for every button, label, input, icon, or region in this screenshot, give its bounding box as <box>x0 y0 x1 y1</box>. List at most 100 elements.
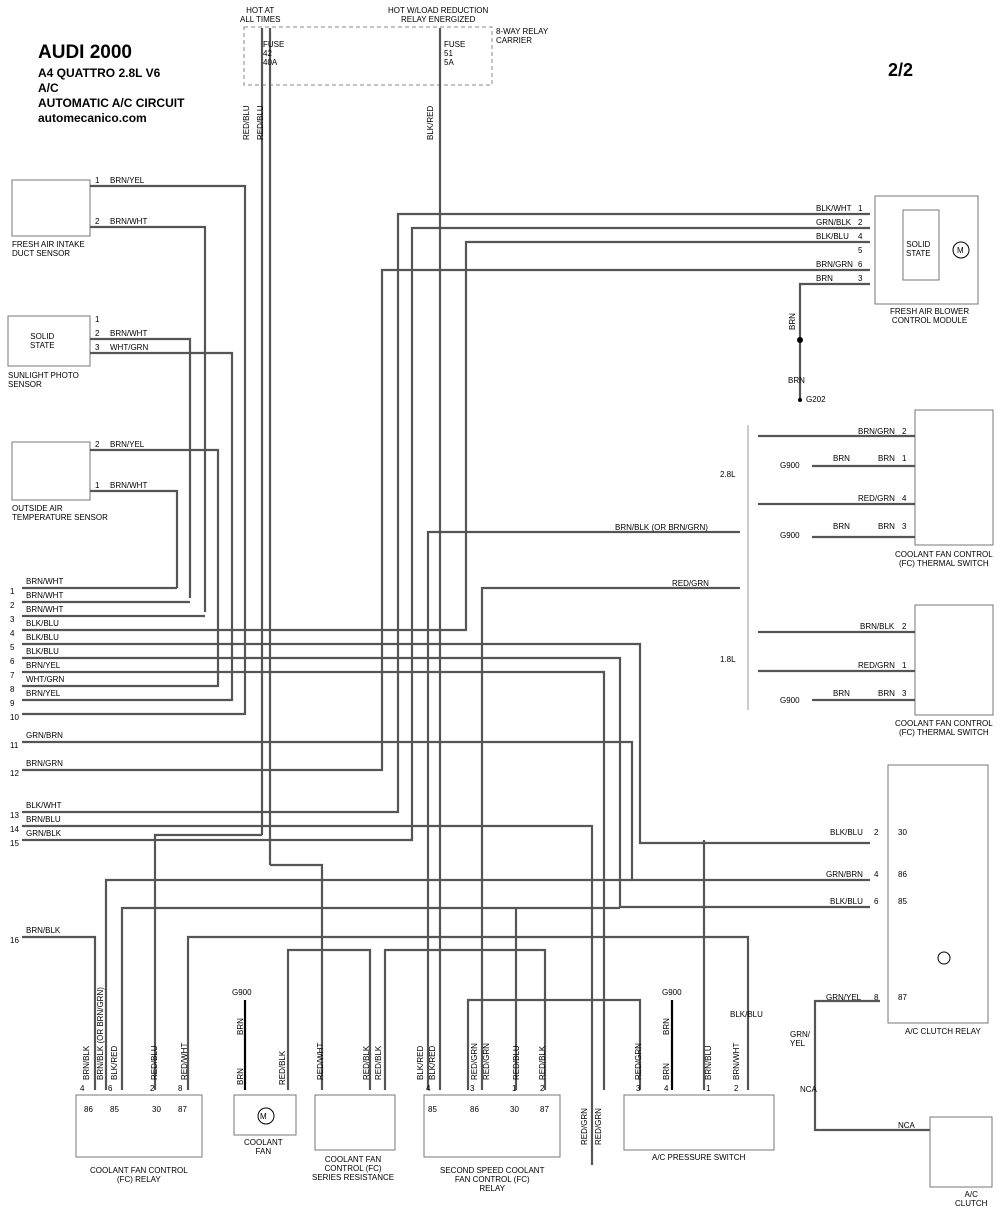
ac-clutch-label: A/C CLUTCH <box>955 1190 988 1208</box>
acr-pin-87: 87 <box>898 993 907 1002</box>
connector-wire-4: BLK/BLU <box>26 619 59 628</box>
bw-red-grn-ps: RED/GRN <box>634 1043 643 1080</box>
thermal-switch-18-box <box>914 604 994 716</box>
second-speed-relay-box <box>423 1094 561 1158</box>
circuit-title: AUTOMATIC A/C CIRCUIT <box>38 96 185 110</box>
ps-pin-1: 1 <box>706 1084 711 1093</box>
outside-air-sensor-label: OUTSIDE AIR TEMPERATURE SENSOR <box>12 504 108 522</box>
solid-state-box <box>902 209 940 281</box>
bw-blk-red-ss1: BLK/RED <box>416 1045 425 1080</box>
ts28-wires <box>758 434 915 539</box>
w-fan <box>286 948 372 1090</box>
blower-pin-5: 5 <box>858 246 863 255</box>
wire-label-blk-red: BLK/RED <box>426 105 435 140</box>
fc-86: 86 <box>84 1105 93 1114</box>
nca-label-1: NCA <box>800 1085 817 1094</box>
bw-brn-blk: BRN/BLK <box>82 1045 91 1080</box>
clutch-wire-label: GRN/ YEL <box>790 1030 810 1048</box>
ts18-wire-red-grn: RED/GRN <box>858 661 895 670</box>
ss-pin-2: 2 <box>540 1084 545 1093</box>
bw-brn-fan: BRN <box>236 1018 245 1035</box>
ts-pin-3: 3 <box>902 522 907 531</box>
fresh-pin1-wire: BRN/YEL <box>110 176 145 185</box>
clutch-wire <box>813 999 930 1132</box>
connector-wire-6: BLK/BLU <box>26 647 59 656</box>
connector-pin-4: 4 <box>10 629 15 638</box>
out-pin2-wire: BRN/YEL <box>110 440 145 449</box>
system-title: A/C <box>38 81 59 95</box>
ts18-wire-brn-blk: BRN/BLK <box>860 622 895 631</box>
ts-wire-red-grn: RED/GRN <box>858 494 895 503</box>
w-brnblk <box>426 530 740 1090</box>
wire-blk-blu-vert: BLK/BLU <box>730 1010 763 1019</box>
bw-blk-red-ss2: BLK/RED <box>428 1045 437 1080</box>
connector-wire-5: BLK/BLU <box>26 633 59 642</box>
w-res2 <box>383 948 547 1090</box>
series-resistance-label: COOLANT FAN CONTROL (FC) SERIES RESISTAN… <box>312 1155 395 1182</box>
fc-pin-4: 4 <box>80 1084 85 1093</box>
wire-out-1 <box>90 489 179 588</box>
acr-wire-grn-brn: GRN/BRN <box>826 870 863 879</box>
connector-pin-1: 1 <box>10 587 15 596</box>
w-redgrn <box>480 586 740 1090</box>
pressure-switch-label: A/C PRESSURE SWITCH <box>652 1153 746 1162</box>
connector-wire-9: BRN/YEL <box>26 689 61 698</box>
model-title: A4 QUATTRO 2.8L V6 <box>38 66 161 80</box>
blower-module-box <box>874 195 979 305</box>
connector-pin-9: 9 <box>10 699 15 708</box>
ss-87: 87 <box>540 1105 549 1114</box>
acr-pin-4: 4 <box>874 870 879 879</box>
fc-pin-6: 6 <box>108 1084 113 1093</box>
sun-pin2: 2 <box>95 329 100 338</box>
w-fc-8 <box>186 935 750 1090</box>
h16 <box>22 935 97 1090</box>
ts-brn-1b: BRN <box>878 454 895 463</box>
ss-pin-4: 4 <box>426 1084 431 1093</box>
h12 <box>22 268 870 772</box>
sun-pin3-wire: WHT/GRN <box>110 343 149 352</box>
ts18-pin-3: 3 <box>902 689 907 698</box>
bw-red-wht: RED/WHT <box>180 1042 189 1080</box>
outside-air-sensor-box <box>11 441 91 501</box>
brn-label-1: BRN <box>788 313 797 330</box>
make-title: AUDI 2000 <box>38 42 132 63</box>
bw-red-grn-ss1: RED/GRN <box>470 1043 479 1080</box>
blower-wire-6: BRN/GRN <box>816 260 853 269</box>
wire-brn-blk-or: BRN/BLK (OR BRN/GRN) <box>615 523 708 532</box>
bw-red-blk-fan: RED/BLK <box>278 1050 287 1085</box>
connector-wire-15: GRN/BLK <box>26 829 62 838</box>
ts-pin-4: 4 <box>902 494 907 503</box>
h5 <box>22 642 870 845</box>
fc-pin-8: 8 <box>178 1084 183 1093</box>
blower-wire-2: GRN/BLK <box>816 218 852 227</box>
fan-motor-label: M <box>260 1112 267 1121</box>
h7 <box>22 670 606 1090</box>
bw-red-blk-res1: RED/BLK <box>362 1045 371 1080</box>
sunlight-sensor-label: SUNLIGHT PHOTO SENSOR <box>8 371 79 389</box>
connector-pin-6: 6 <box>10 657 15 666</box>
connector-wire-16: BRN/BLK <box>26 926 61 935</box>
ss-85: 85 <box>428 1105 437 1114</box>
connector-wire-14: BRN/BLU <box>26 815 61 824</box>
fc-87: 87 <box>178 1105 187 1114</box>
ts-brn-2: BRN <box>833 522 850 531</box>
bw-blk-red: BLK/RED <box>110 1045 119 1080</box>
blower-wire-1: BLK/WHT <box>816 204 852 213</box>
acr-wire-blk-blu-1: BLK/BLU <box>830 828 863 837</box>
connector-wire-2: BRN/WHT <box>26 591 64 600</box>
bw-brn-blk-or: BRN/BLK (OR BRN/GRN) <box>96 987 105 1080</box>
w-res <box>270 863 324 1090</box>
pressure-switch-box <box>623 1094 775 1151</box>
connector-pin-15: 15 <box>10 839 19 848</box>
fresh-pin1: 1 <box>95 176 100 185</box>
ts-pin-1: 1 <box>902 454 907 463</box>
ts-brn-2b: BRN <box>878 522 895 531</box>
out-pin2: 2 <box>95 440 100 449</box>
ss-86: 86 <box>470 1105 479 1114</box>
ps-pin-3: 3 <box>636 1084 641 1093</box>
connector-wire-1: BRN/WHT <box>26 577 64 586</box>
fc-pin-2: 2 <box>150 1084 155 1093</box>
coolant-fan-label: COOLANT FAN <box>244 1138 283 1156</box>
connector-pin-8: 8 <box>10 685 15 694</box>
